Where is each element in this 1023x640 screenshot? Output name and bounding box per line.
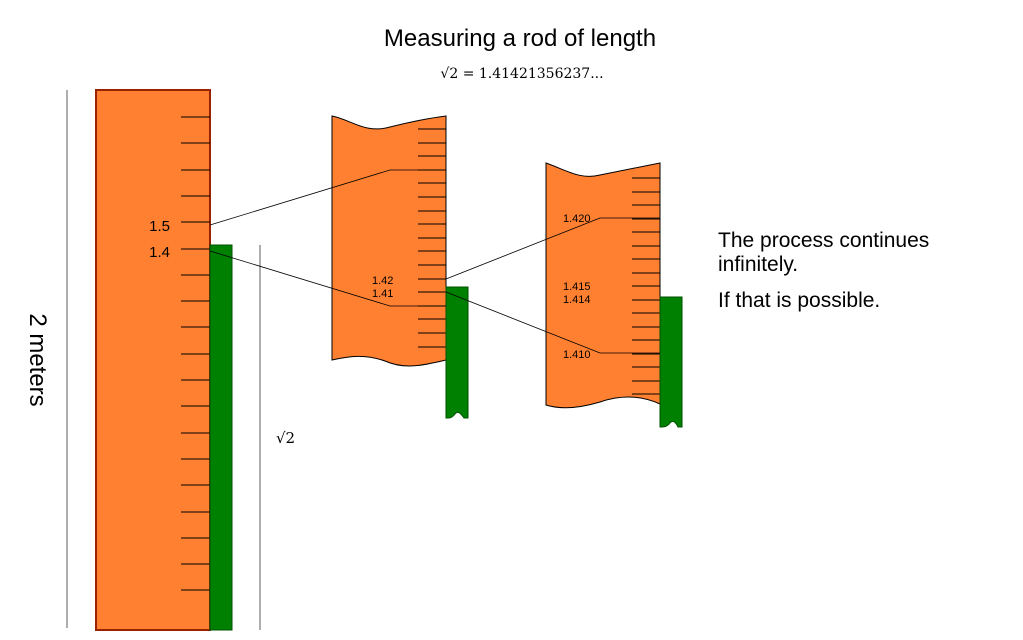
main-ruler-ticks	[181, 116, 210, 591]
note-line-3: If that is possible.	[718, 289, 880, 312]
main-ruler	[95, 89, 211, 631]
ruler-label-1-5: 1.5	[149, 218, 170, 235]
zoom2-label-1-414: 1.414	[563, 294, 591, 306]
zoom1-label-1-41: 1.41	[372, 288, 393, 300]
note-line-2: infinitely.	[718, 253, 798, 276]
note-line-1: The process continues	[718, 229, 929, 252]
connector-1-5-to-1-42	[209, 169, 446, 226]
zoom1-label-1-42: 1.42	[372, 275, 393, 287]
connector-1-41-to-1-410	[445, 291, 660, 354]
connector-1-4-to-1-41	[209, 250, 446, 307]
zoom2-label-1-410: 1.410	[563, 349, 591, 361]
sqrt2-equation: √2 = 1.41421356237...	[440, 66, 603, 82]
zoom2-label-1-415: 1.415	[563, 281, 591, 293]
rod-length-label: √2	[276, 429, 295, 447]
zoom2-rod-segment	[659, 296, 683, 428]
zoom2-ticks	[632, 177, 660, 395]
two-meters-label: 2 meters	[24, 313, 51, 406]
sqrt2-rod	[209, 244, 233, 631]
connector-1-42-to-1-420	[445, 217, 660, 280]
ruler-label-1-4: 1.4	[149, 244, 170, 261]
zoom2-label-1-420: 1.420	[563, 213, 591, 225]
zoom1-ruler-fragment	[331, 115, 447, 367]
zoom1-rod-segment	[445, 286, 469, 419]
diagram-title: Measuring a rod of length	[384, 25, 656, 52]
